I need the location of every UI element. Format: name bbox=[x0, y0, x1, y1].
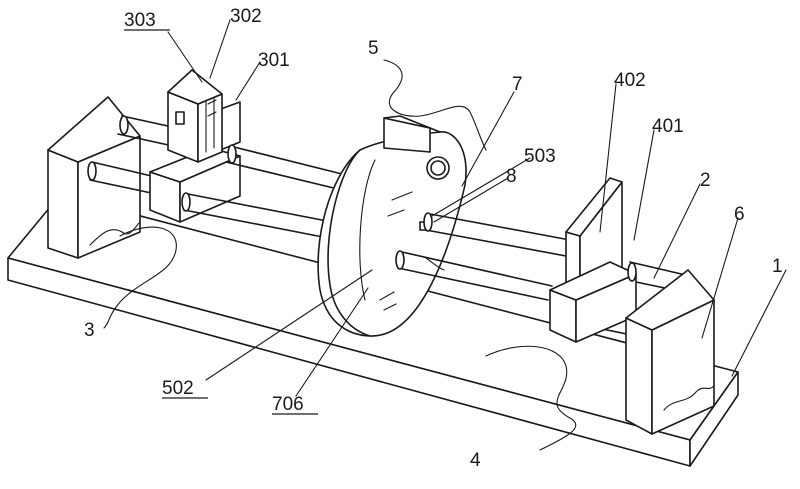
label-401: 401 bbox=[652, 116, 684, 137]
middle-rods-left bbox=[181, 144, 351, 239]
label-1: 1 bbox=[772, 256, 783, 277]
right-end-support bbox=[625, 269, 715, 435]
label-402: 402 bbox=[614, 70, 646, 91]
label-502: 502 bbox=[162, 378, 194, 399]
part-labels: 1 2 3 4 5 6 7 8 301 302 303 401 402 502 … bbox=[84, 6, 783, 471]
label-6: 6 bbox=[734, 204, 745, 225]
right-slider-block bbox=[549, 177, 637, 343]
left-slider-block bbox=[149, 69, 241, 223]
label-301: 301 bbox=[258, 50, 290, 71]
label-2: 2 bbox=[700, 170, 711, 191]
label-4: 4 bbox=[470, 450, 481, 471]
label-303: 303 bbox=[124, 10, 156, 31]
label-5: 5 bbox=[368, 38, 379, 59]
label-underlines bbox=[124, 29, 318, 415]
label-503: 503 bbox=[524, 146, 556, 167]
label-3: 3 bbox=[84, 320, 95, 341]
label-302: 302 bbox=[230, 6, 262, 27]
leader-lines bbox=[167, 19, 787, 397]
break-lines bbox=[103, 59, 577, 451]
label-7: 7 bbox=[512, 74, 523, 95]
label-8: 8 bbox=[506, 166, 517, 187]
rotary-disc bbox=[317, 115, 467, 337]
label-706: 706 bbox=[272, 394, 304, 415]
